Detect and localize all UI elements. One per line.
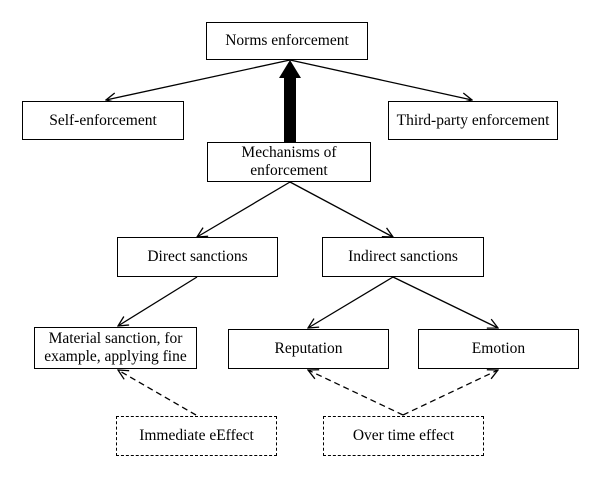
edge-overtime-to-emotion xyxy=(402,370,498,416)
node-material-sanction: Material sanction, for example, applying… xyxy=(34,327,197,369)
node-immediate-effect-label: Immediate eEffect xyxy=(139,427,254,444)
node-mechanisms-of-enforcement: Mechanisms of enforcement xyxy=(207,142,371,182)
node-over-time-effect: Over time effect xyxy=(323,416,484,456)
node-emotion: Emotion xyxy=(418,329,579,369)
edge-mechanisms-to-indirect xyxy=(289,181,393,237)
edge-mechanisms-to-norms xyxy=(279,60,301,142)
node-emotion-label: Emotion xyxy=(471,340,526,357)
edge-immediate-to-material xyxy=(118,370,197,416)
node-direct-sanctions: Direct sanctions xyxy=(117,237,278,277)
node-material-sanction-label: Material sanction, for example, applying… xyxy=(44,330,187,365)
node-indirect-sanctions-label: Indirect sanctions xyxy=(348,248,458,265)
node-reputation: Reputation xyxy=(228,329,389,369)
node-direct-sanctions-label: Direct sanctions xyxy=(147,248,248,265)
edge-indirect-to-reputation xyxy=(308,276,394,328)
node-norms-enforcement-label: Norms enforcement xyxy=(225,32,349,49)
node-mechanisms-of-enforcement-label: Mechanisms of enforcement xyxy=(241,144,337,179)
edge-overtime-to-reputation xyxy=(308,370,404,416)
node-norms-enforcement: Norms enforcement xyxy=(206,22,368,60)
edge-mechanisms-to-direct xyxy=(197,181,291,237)
node-immediate-effect: Immediate eEffect xyxy=(116,416,277,456)
node-self-enforcement: Self-enforcement xyxy=(22,101,184,140)
node-self-enforcement-label: Self-enforcement xyxy=(49,111,157,129)
edge-indirect-to-emotion xyxy=(392,276,498,328)
node-indirect-sanctions: Indirect sanctions xyxy=(322,237,484,277)
node-third-party-enforcement: Third-party enforcement xyxy=(388,101,558,140)
edge-norms-to-third-party xyxy=(289,59,472,100)
node-third-party-enforcement-label: Third-party enforcement xyxy=(396,111,550,129)
edge-norms-to-self xyxy=(106,59,291,100)
edge-direct-to-material xyxy=(118,276,198,326)
node-over-time-effect-label: Over time effect xyxy=(352,427,455,444)
node-reputation-label: Reputation xyxy=(274,340,343,357)
